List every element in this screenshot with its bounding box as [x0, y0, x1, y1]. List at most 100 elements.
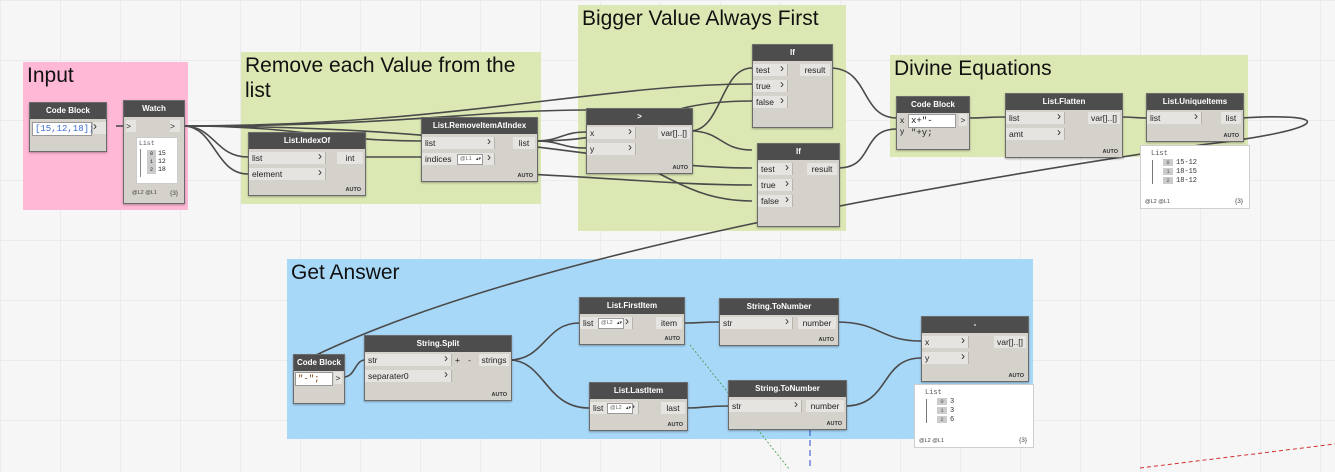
result-output-port[interactable]: result: [800, 64, 830, 76]
wire: [182, 83, 753, 127]
if-node-top[interactable]: If test true false result: [752, 44, 833, 128]
wire: [837, 128, 898, 169]
wire: [844, 357, 922, 407]
x-input-port[interactable]: x: [587, 125, 636, 139]
node-title: Code Block: [294, 355, 344, 371]
list-input-port[interactable]: list: [249, 150, 326, 164]
wire: [182, 125, 249, 175]
add-input-button[interactable]: +: [455, 355, 460, 365]
lacing-indicator: AUTO: [826, 421, 842, 427]
code-editor[interactable]: [15,12,18];: [32, 122, 95, 136]
node-title: -: [922, 317, 1028, 333]
wire: [829, 67, 898, 119]
y-input-port[interactable]: y: [587, 141, 636, 155]
preview-count: {3}: [1019, 437, 1027, 444]
level-selector[interactable]: @L2: [598, 318, 624, 329]
lacing-indicator: AUTO: [1223, 133, 1239, 139]
output-port[interactable]: >: [959, 114, 967, 126]
level-selector[interactable]: @L2: [607, 403, 633, 414]
wire: [682, 321, 720, 324]
x-input-port[interactable]: x: [922, 334, 969, 348]
code-block-input-node[interactable]: Code Block [15,12,18]; >: [29, 102, 107, 152]
code-editor[interactable]: x+"-"+y;: [908, 114, 956, 138]
lacing-indicator: AUTO: [345, 187, 361, 193]
wire: [508, 359, 590, 409]
watch-output-port[interactable]: >: [170, 120, 180, 132]
var-output-port[interactable]: var[]..[]: [658, 127, 690, 139]
string-tonumber-node-top[interactable]: String.ToNumber str number AUTO: [719, 298, 839, 346]
level-selector[interactable]: @L1: [457, 154, 483, 165]
false-input-port[interactable]: false: [758, 193, 793, 207]
list-input-port[interactable]: list: [1006, 110, 1065, 124]
lacing-indicator: AUTO: [1008, 373, 1024, 379]
preview-levels: @L2 @L1: [1145, 199, 1170, 205]
list-uniqueitems-node[interactable]: List.UniqueItems list list AUTO: [1146, 93, 1244, 142]
node-title: List.RemoveItemAtIndex: [422, 118, 537, 134]
true-input-port[interactable]: true: [758, 177, 793, 191]
if-node-bottom[interactable]: If test true false result: [757, 143, 840, 227]
str-input-port[interactable]: str: [365, 352, 452, 366]
group-title: Get Answer: [291, 261, 400, 284]
false-input-port[interactable]: false: [753, 94, 788, 108]
x-input-port[interactable]: x: [900, 115, 905, 125]
lacing-indicator: AUTO: [667, 422, 683, 428]
result-output-port[interactable]: result: [807, 163, 837, 175]
remove-input-button[interactable]: -: [468, 355, 471, 365]
code-block-separator-node[interactable]: Code Block "-"; >: [293, 354, 345, 404]
code-block-divine-node[interactable]: Code Block x y x+"-"+y; >: [896, 96, 970, 150]
number-output-port[interactable]: number: [798, 317, 836, 329]
list-removeitematindex-node[interactable]: List.RemoveItemAtIndex list indices @L1 …: [421, 117, 538, 182]
list-flatten-node[interactable]: List.Flatten list amt var[]..[] AUTO: [1005, 93, 1123, 158]
item-output-port[interactable]: item: [656, 317, 682, 329]
code-text: [15,12,18];: [35, 124, 95, 134]
amt-input-port[interactable]: amt: [1006, 126, 1065, 140]
test-input-port[interactable]: test: [758, 161, 793, 175]
y-input-port[interactable]: y: [900, 126, 905, 136]
list-output-port[interactable]: list: [513, 137, 535, 149]
list-lastitem-node[interactable]: List.LastItem list @L2 last AUTO: [589, 382, 688, 431]
test-input-port[interactable]: test: [753, 62, 788, 76]
list-input-port[interactable]: list: [1147, 110, 1202, 124]
group-title: Input: [27, 64, 74, 87]
y-input-port[interactable]: y: [922, 350, 969, 364]
last-output-port[interactable]: last: [661, 402, 685, 414]
wire: [535, 140, 587, 149]
list-input-port[interactable]: list: [422, 135, 495, 149]
node-title: If: [758, 144, 839, 160]
string-split-node[interactable]: String.Split str separater0 + - strings …: [364, 335, 512, 401]
node-title: List.FirstItem: [580, 298, 684, 314]
group-title: Remove each Value from the list: [245, 54, 516, 103]
element-input-port[interactable]: element: [249, 166, 326, 180]
number-output-port[interactable]: number: [806, 400, 844, 412]
var-output-port[interactable]: var[]..[]: [1088, 112, 1120, 124]
code-editor[interactable]: "-";: [295, 372, 333, 386]
wire: [689, 67, 753, 132]
output-port[interactable]: >: [334, 372, 342, 384]
int-output-port[interactable]: int: [337, 152, 363, 164]
strings-output-port[interactable]: strings: [479, 354, 509, 366]
output-port[interactable]: >: [92, 120, 106, 134]
list-indexof-node[interactable]: List.IndexOf list element int AUTO: [248, 132, 366, 196]
node-title: Code Block: [897, 97, 969, 113]
greater-than-node[interactable]: > x y var[]..[] AUTO: [586, 108, 693, 174]
str-input-port[interactable]: str: [729, 398, 802, 412]
string-tonumber-node-bottom[interactable]: String.ToNumber str number AUTO: [728, 380, 847, 430]
list-firstitem-node[interactable]: List.FirstItem list @L2 item AUTO: [579, 297, 685, 345]
subtract-node[interactable]: - x y var[]..[] AUTO: [921, 316, 1029, 382]
wire: [182, 109, 621, 133]
list-output-port[interactable]: list: [1221, 112, 1241, 124]
watch-input-port[interactable]: >: [126, 120, 136, 132]
lacing-indicator: AUTO: [672, 165, 688, 171]
wire: [685, 405, 729, 409]
str-input-port[interactable]: str: [720, 315, 793, 329]
var-output-port[interactable]: var[]..[]: [994, 336, 1026, 348]
node-title: String.ToNumber: [720, 299, 838, 315]
separator-input-port[interactable]: separater0: [365, 368, 452, 382]
code-text: "-";: [298, 374, 320, 384]
true-input-port[interactable]: true: [753, 78, 788, 92]
